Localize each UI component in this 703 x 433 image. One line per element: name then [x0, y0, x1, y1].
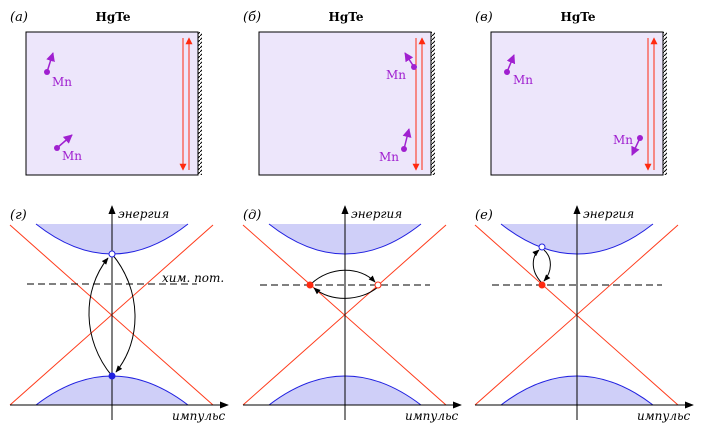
transition-arrow — [313, 286, 379, 299]
panel-label: (а) — [10, 10, 28, 25]
panel-title: HgTe — [96, 10, 131, 24]
y-axis-label: энергия — [351, 207, 402, 221]
spin-arrow — [56, 134, 73, 149]
panel-g: (г) хим. пот. энергия импульс — [9, 205, 229, 423]
y-axis-label: энергия — [118, 207, 169, 221]
spin-arrow — [46, 52, 55, 73]
spin-arrow — [631, 137, 641, 156]
y-axis-label: энергия — [583, 207, 634, 221]
transition-arrow — [543, 249, 551, 282]
electron-state — [306, 281, 314, 289]
hole-state — [538, 243, 546, 251]
panel-c: (в) HgTe Mn Mn — [475, 10, 667, 176]
sample-rect — [25, 31, 199, 176]
panel-d: (д) энергия импульс — [242, 205, 462, 423]
transition-arrow — [111, 253, 136, 373]
spin-arrow — [506, 54, 516, 73]
chem-potential-label: хим. пот. — [162, 271, 224, 285]
mn-label: Mn — [613, 133, 633, 147]
panel-label: (е) — [475, 208, 493, 223]
transition-arrow — [88, 257, 113, 377]
panel-label: (д) — [243, 208, 261, 223]
x-axis-label: импульс — [637, 409, 691, 423]
panel-title: HgTe — [561, 10, 596, 24]
spin-arrow — [404, 52, 415, 68]
panel-label: (г) — [10, 208, 27, 223]
panel-b: (б) HgTe Mn Mn — [243, 10, 435, 176]
x-axis-label: импульс — [172, 409, 226, 423]
hatched-edge — [431, 32, 435, 175]
electron-state — [108, 372, 116, 380]
mn-label: Mn — [379, 150, 399, 164]
sample-rect — [490, 31, 664, 176]
panel-a: (а) HgTe Mn Mn — [10, 10, 202, 176]
spin-arrow — [402, 128, 412, 150]
mn-label: Mn — [62, 149, 82, 163]
mn-label: Mn — [52, 75, 72, 89]
hole-state — [374, 281, 382, 289]
electron-state — [538, 281, 546, 289]
transition-arrow — [532, 249, 542, 283]
hole-state — [108, 250, 116, 258]
hatched-edge — [198, 32, 202, 175]
panel-title: HgTe — [329, 10, 364, 24]
hatched-edge — [663, 32, 667, 175]
panel-label: (в) — [475, 10, 493, 25]
mn-label: Mn — [513, 73, 533, 87]
mn-label: Mn — [386, 68, 406, 82]
panel-label: (б) — [243, 10, 261, 25]
panel-e: (е) энергия импульс — [474, 205, 694, 423]
x-axis-label: импульс — [405, 409, 459, 423]
transition-arrow — [310, 269, 376, 285]
